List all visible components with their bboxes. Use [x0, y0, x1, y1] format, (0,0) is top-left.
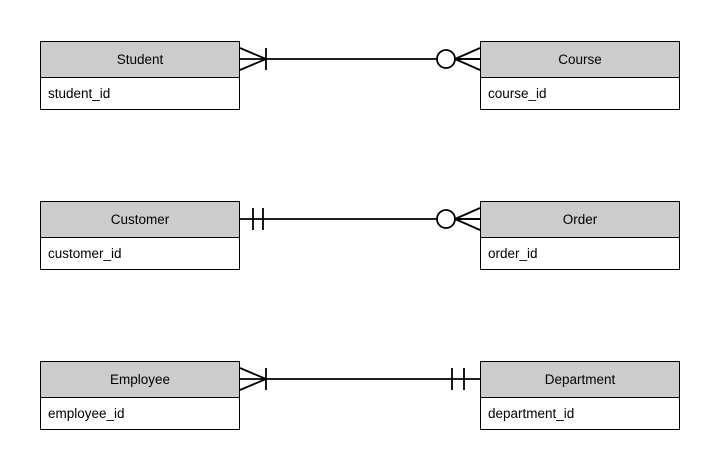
- cardinality-right-zero-or-many: [436, 47, 481, 71]
- entity-course-name: Course: [481, 42, 679, 78]
- entity-order-name: Order: [481, 202, 679, 238]
- cardinality-left-exactly-one: [252, 208, 264, 230]
- entity-student-attribute-0: student_id: [48, 85, 111, 101]
- relationship-row-customer-order: Customer customer_id Order order_id: [0, 201, 720, 273]
- entity-customer-name: Customer: [41, 202, 239, 238]
- entity-order-attribute-0: order_id: [488, 245, 538, 261]
- entity-department-name: Department: [481, 362, 679, 398]
- entity-student[interactable]: Student student_id: [40, 41, 240, 110]
- entity-department[interactable]: Department department_id: [480, 361, 680, 430]
- cardinality-right-zero-or-many: [436, 207, 481, 231]
- entity-customer-attribute-0: customer_id: [48, 245, 122, 261]
- entity-course-attribute-0: course_id: [488, 85, 547, 101]
- entity-order[interactable]: Order order_id: [480, 201, 680, 270]
- entity-department-attribute-0: department_id: [488, 405, 575, 421]
- entity-employee[interactable]: Employee employee_id: [40, 361, 240, 430]
- relationship-row-student-course: Student student_id Course course_id: [0, 41, 720, 113]
- entity-student-name: Student: [41, 42, 239, 78]
- entity-employee-attribute-0: employee_id: [48, 405, 125, 421]
- cardinality-left-one-or-many: [239, 367, 267, 391]
- entity-employee-name: Employee: [41, 362, 239, 398]
- cardinality-left-one-or-many: [239, 47, 267, 71]
- relationship-row-employee-department: Employee employee_id Department departme…: [0, 361, 720, 433]
- entity-customer[interactable]: Customer customer_id: [40, 201, 240, 270]
- entity-course[interactable]: Course course_id: [480, 41, 680, 110]
- cardinality-right-exactly-one: [451, 368, 465, 390]
